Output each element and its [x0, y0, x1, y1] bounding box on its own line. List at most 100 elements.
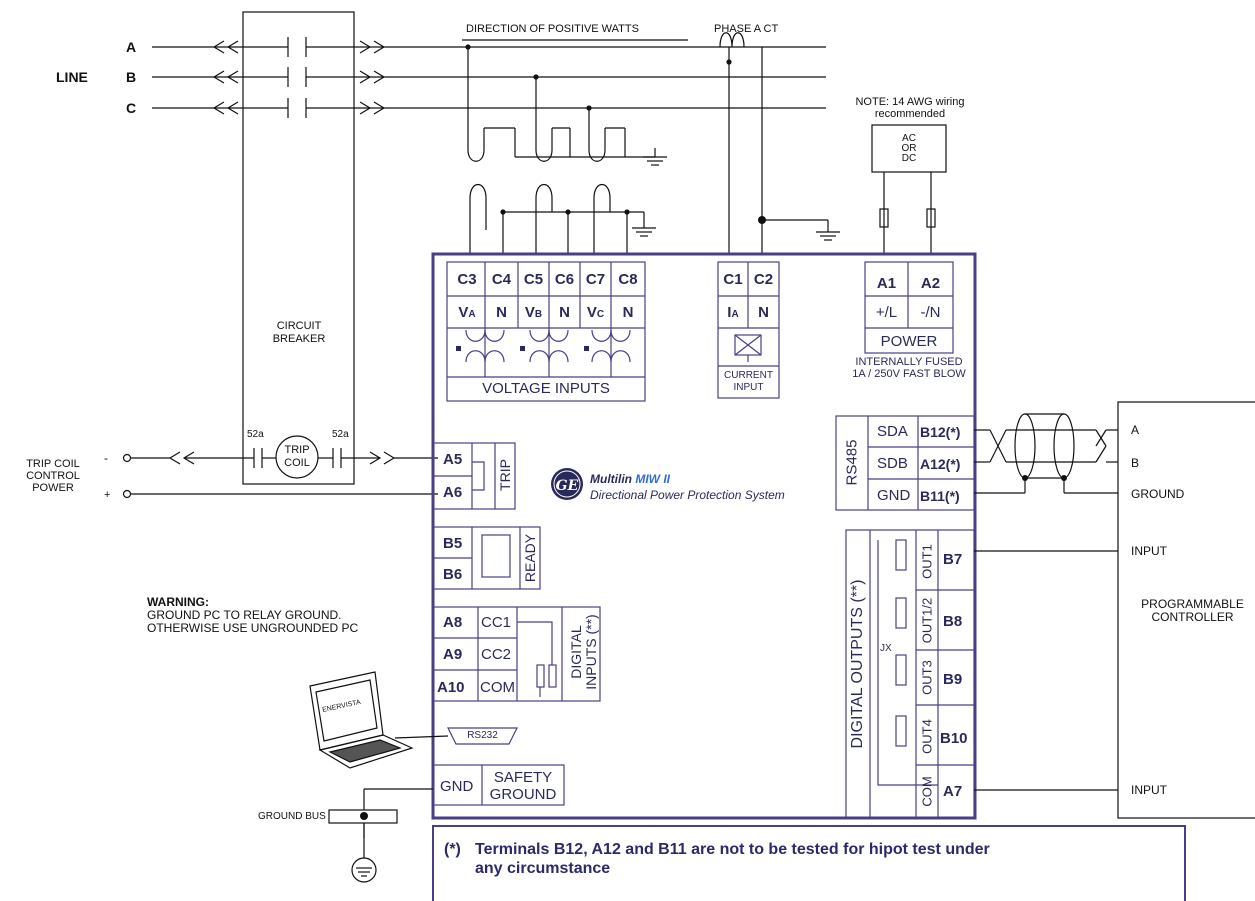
safety-ground-1: SAFETY	[493, 769, 553, 786]
line-junctions	[465, 44, 766, 224]
terminal-b8: B8	[943, 613, 963, 630]
current-label-2: INPUT	[733, 382, 764, 393]
trip-coil-label-1: TRIP	[284, 444, 310, 456]
footnote-line-2: any circumstance	[475, 860, 611, 877]
terminal-b5: B5	[443, 535, 463, 552]
power-label: POWER	[880, 333, 938, 350]
signal-plus-l: +/L	[875, 304, 898, 321]
terminal-b9: B9	[943, 671, 963, 688]
terminal-b10: B10	[940, 730, 968, 747]
voltage-inputs-label: VOLTAGE INPUTS	[482, 380, 610, 397]
terminal-a1: A1	[876, 275, 897, 292]
ground-bus-label: GROUND BUS	[258, 811, 326, 822]
signal-n-2: N	[559, 304, 570, 321]
signal-cc1: CC1	[481, 614, 512, 631]
com-out-label: COM	[919, 776, 935, 807]
plc-ground-label: GROUND	[1131, 487, 1185, 501]
ready-label: READY	[522, 533, 538, 583]
trip-power-plus: +	[104, 489, 111, 501]
footnote-line-1: Terminals B12, A12 and B11 are not to be…	[475, 841, 990, 858]
terminal-a2: A2	[920, 275, 941, 292]
trip-coil-label-2: COIL	[284, 457, 310, 469]
terminal-c4: C4	[491, 271, 512, 288]
terminal-c3: C3	[457, 271, 477, 288]
trip-power-label-3: POWER	[32, 482, 74, 494]
terminal-c1: C1	[723, 271, 743, 288]
trip-circuit-wiring	[122, 451, 438, 499]
trip-power-minus: -	[104, 451, 108, 465]
digital-inputs-label-1: DIGITAL	[568, 625, 584, 679]
footnote-marker: (*)	[444, 841, 461, 858]
rs485-junctions	[1022, 475, 1067, 481]
power-supply-wiring	[871, 124, 947, 254]
trip-label: TRIP	[497, 459, 513, 491]
rs485-sdb: SDB	[877, 455, 908, 472]
ge-logo-icon: GE	[551, 468, 583, 500]
terminal-a12: A12(*)	[920, 456, 961, 472]
signal-vc: VC	[586, 304, 605, 321]
warning-line-2: OTHERWISE USE UNGROUNDED PC	[147, 621, 359, 635]
terminal-a5: A5	[443, 451, 463, 468]
signal-cc2: CC2	[481, 646, 512, 663]
warning-line-1: GROUND PC TO RELAY GROUND.	[147, 608, 342, 622]
signal-com-in: COM	[480, 679, 515, 696]
vt-junctions	[500, 209, 630, 215]
out3-label: OUT3	[919, 660, 935, 695]
terminal-b6: B6	[443, 566, 463, 583]
plc-input-1-label: INPUT	[1131, 544, 1167, 558]
rs232-label: RS232	[467, 730, 498, 741]
out12-label: OUT1/2	[919, 597, 935, 644]
plc-b-label: B	[1131, 456, 1140, 470]
signal-ia: IA	[727, 304, 739, 321]
contact-52a-right: 52a	[332, 429, 349, 440]
footnote-box	[432, 825, 1186, 901]
ground-wiring	[328, 788, 433, 883]
ground-bus-junction	[360, 812, 368, 820]
phase-c-label: C	[126, 100, 137, 116]
src-or: OR	[901, 143, 917, 154]
digital-outputs-label: DIGITAL OUTPUTS (**)	[849, 579, 866, 749]
plc-title-2: CONTROLLER	[1151, 610, 1234, 624]
trip-power-label-1: TRIP COIL	[26, 458, 80, 470]
gnd-terminal-label: GND	[440, 778, 474, 795]
svg-text:GE: GE	[556, 478, 579, 494]
relay-body	[431, 252, 977, 820]
laptop-drawing	[309, 671, 449, 769]
terminal-a8: A8	[443, 614, 463, 631]
relay-title: Directional Power Protection System	[590, 488, 785, 502]
direction-of-watts-label: DIRECTION OF POSITIVE WATTS	[466, 23, 639, 35]
breaker-label-1: CIRCUIT	[276, 320, 322, 332]
terminal-b12: B12(*)	[920, 424, 961, 440]
signal-n-1: N	[496, 304, 507, 321]
rs485-sda: SDA	[877, 423, 908, 440]
terminal-c5: C5	[523, 271, 544, 288]
relay-brand: Multilin MIW II	[590, 472, 671, 486]
terminal-b11: B11(*)	[920, 488, 960, 504]
src-dc: DC	[901, 153, 917, 164]
phase-a-ct-label: PHASE A CT	[714, 23, 779, 35]
terminal-a10: A10	[437, 679, 465, 696]
line-conductors	[152, 32, 840, 254]
safety-ground-2: GROUND	[489, 786, 557, 803]
terminal-c2: C2	[753, 271, 774, 288]
warning-title: WARNING:	[147, 595, 209, 609]
fuse-note-2: 1A / 250V FAST BLOW	[852, 368, 966, 380]
voltage-transformers	[467, 47, 667, 254]
jumper-label: JX	[880, 643, 892, 654]
terminal-c7: C7	[585, 271, 606, 288]
plc-input-2-label: INPUT	[1131, 783, 1167, 797]
signal-minus-n: -/N	[920, 304, 941, 321]
terminal-c8: C8	[618, 271, 638, 288]
plc-a-label: A	[1131, 423, 1140, 437]
fuse-note-1: INTERNALLY FUSED	[855, 356, 963, 368]
rs485-gnd: GND	[877, 487, 911, 504]
src-ac: AC	[902, 133, 916, 144]
terminal-a9: A9	[443, 646, 463, 663]
out1-label: OUT1	[919, 544, 935, 579]
signal-vb: VB	[524, 304, 543, 321]
contact-52a-left: 52a	[247, 429, 264, 440]
signal-va: VA	[458, 304, 476, 321]
line-label: LINE	[56, 69, 88, 85]
signal-n-3: N	[622, 304, 634, 321]
